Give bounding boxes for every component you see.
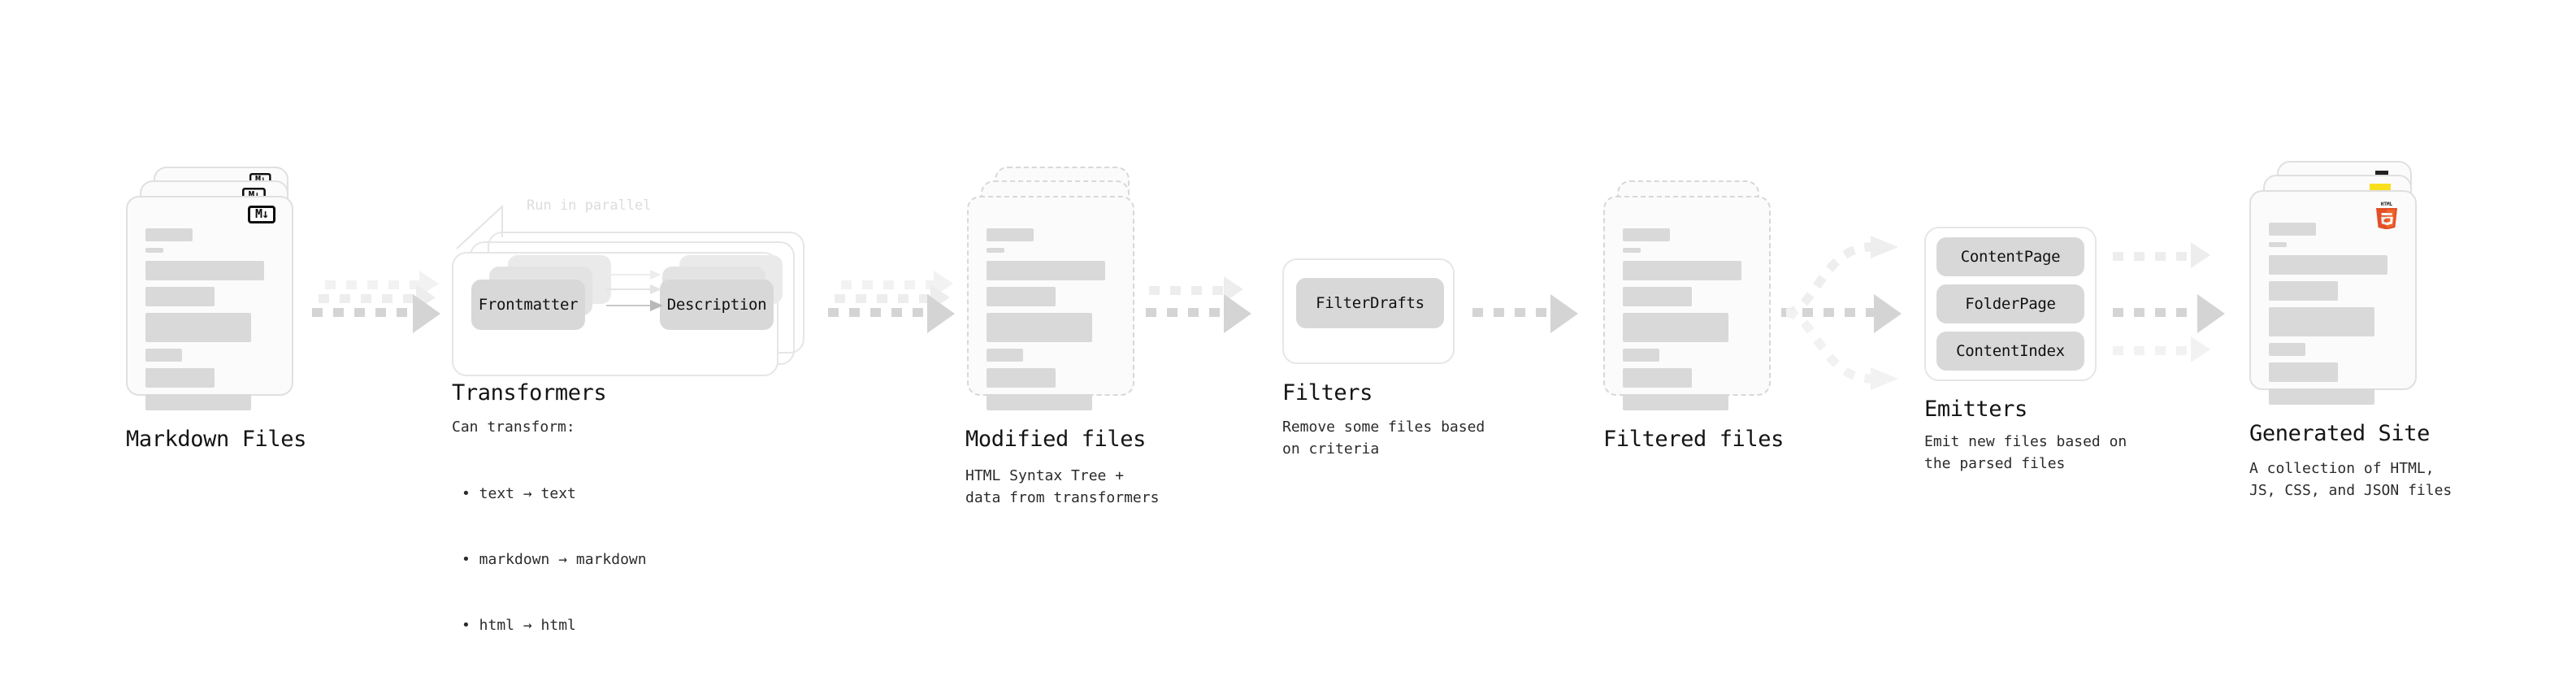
generated-site-description: A collection of HTML, JS, CSS, and JSON … bbox=[2249, 460, 2452, 499]
modified-files-title: Modified files bbox=[965, 427, 1146, 452]
emitters-chip-folderpage[interactable]: FolderPage bbox=[1936, 284, 2084, 323]
markdown-badge-front-label: M↓ bbox=[254, 206, 269, 221]
modified-files-description: HTML Syntax Tree + data from transformer… bbox=[965, 467, 1160, 506]
filters-chip-filterdrafts[interactable]: FilterDrafts bbox=[1296, 278, 1444, 328]
skeleton-bar bbox=[1623, 261, 1741, 280]
skeleton-bar bbox=[987, 368, 1056, 388]
emitters-title: Emitters bbox=[1924, 397, 2027, 422]
transformers-chip-frontmatter[interactable]: Frontmatter bbox=[471, 280, 585, 330]
transformers-description: Can transform: bbox=[452, 419, 575, 436]
skeleton-bar bbox=[2269, 307, 2374, 336]
skeleton-bar bbox=[145, 248, 163, 253]
transformers-title: Transformers bbox=[452, 380, 607, 406]
skeleton-bar bbox=[1623, 394, 1728, 410]
emitters-chip-contentindex[interactable]: ContentIndex bbox=[1936, 332, 2084, 371]
skeleton-bar bbox=[1623, 368, 1692, 388]
markdown-badge-back-label: M↓ bbox=[254, 173, 266, 185]
transformers-bullet: • text → text bbox=[462, 485, 576, 502]
markdown-badge-front: M↓ bbox=[248, 206, 275, 223]
run-in-parallel-leader bbox=[456, 204, 503, 249]
transformers-chip-frontmatter-label: Frontmatter bbox=[478, 296, 579, 314]
skeleton-bar bbox=[2269, 255, 2387, 275]
skeleton-bar bbox=[145, 287, 215, 306]
filtered-files-title: Filtered files bbox=[1603, 427, 1784, 452]
html5-icon: HTML bbox=[2376, 202, 2397, 229]
transformers-bullets: • text → text • markdown → markdown • ht… bbox=[462, 439, 647, 680]
skeleton-bar bbox=[145, 313, 251, 342]
run-in-parallel-annotation: Run in parallel bbox=[527, 197, 652, 214]
skeleton-bar bbox=[2269, 223, 2316, 236]
skeleton-bar bbox=[987, 313, 1092, 342]
filters-description: Remove some files based on criteria bbox=[1282, 419, 1485, 458]
svg-text:HTML: HTML bbox=[2381, 202, 2393, 207]
skeleton-bar bbox=[2269, 362, 2338, 382]
skeleton-bar bbox=[1623, 349, 1659, 362]
skeleton-bar bbox=[2269, 281, 2338, 301]
skeleton-bar bbox=[987, 261, 1105, 280]
filters-chip-filterdrafts-label: FilterDrafts bbox=[1316, 294, 1425, 312]
skeleton-bar bbox=[2269, 242, 2287, 247]
emitters-chip-folderpage-label: FolderPage bbox=[1965, 295, 2056, 313]
emitters-chip-contentindex-label: ContentIndex bbox=[1956, 342, 2065, 360]
skeleton-bar bbox=[987, 349, 1023, 362]
skeleton-bar bbox=[145, 261, 264, 280]
filters-title: Filters bbox=[1282, 380, 1373, 406]
skeleton-bar bbox=[1623, 228, 1670, 241]
skeleton-bar bbox=[1623, 313, 1728, 342]
transformers-bullet: • html → html bbox=[462, 617, 576, 634]
skeleton-bar bbox=[2269, 388, 2374, 405]
emitters-chip-contentpage[interactable]: ContentPage bbox=[1936, 237, 2084, 276]
modified-skeleton bbox=[987, 228, 1117, 410]
transformers-bullet: • markdown → markdown bbox=[462, 551, 647, 568]
transformers-chip-description[interactable]: Description bbox=[660, 280, 774, 330]
site-skeleton bbox=[2269, 223, 2399, 405]
skeleton-bar bbox=[145, 228, 193, 241]
skeleton-bar bbox=[145, 394, 251, 410]
emitters-description: Emit new files based on the parsed files bbox=[1924, 433, 2127, 472]
skeleton-bar bbox=[987, 248, 1004, 253]
markdown-skeleton bbox=[145, 228, 275, 410]
skeleton-bar bbox=[2269, 343, 2305, 356]
transformers-inner-arrows bbox=[606, 270, 663, 311]
emitters-chip-contentpage-label: ContentPage bbox=[1960, 248, 2061, 266]
generated-site-title: Generated Site bbox=[2249, 421, 2430, 446]
skeleton-bar bbox=[987, 228, 1034, 241]
fan-out-branches bbox=[1785, 236, 1898, 390]
skeleton-bar bbox=[987, 394, 1092, 410]
filtered-skeleton bbox=[1623, 228, 1753, 410]
skeleton-bar bbox=[145, 368, 215, 388]
markdown-files-title: Markdown Files bbox=[126, 427, 306, 452]
skeleton-bar bbox=[987, 287, 1056, 306]
transformers-chip-description-label: Description bbox=[666, 296, 767, 314]
skeleton-bar bbox=[145, 349, 182, 362]
skeleton-bar bbox=[1623, 287, 1692, 306]
skeleton-bar bbox=[1623, 248, 1641, 253]
